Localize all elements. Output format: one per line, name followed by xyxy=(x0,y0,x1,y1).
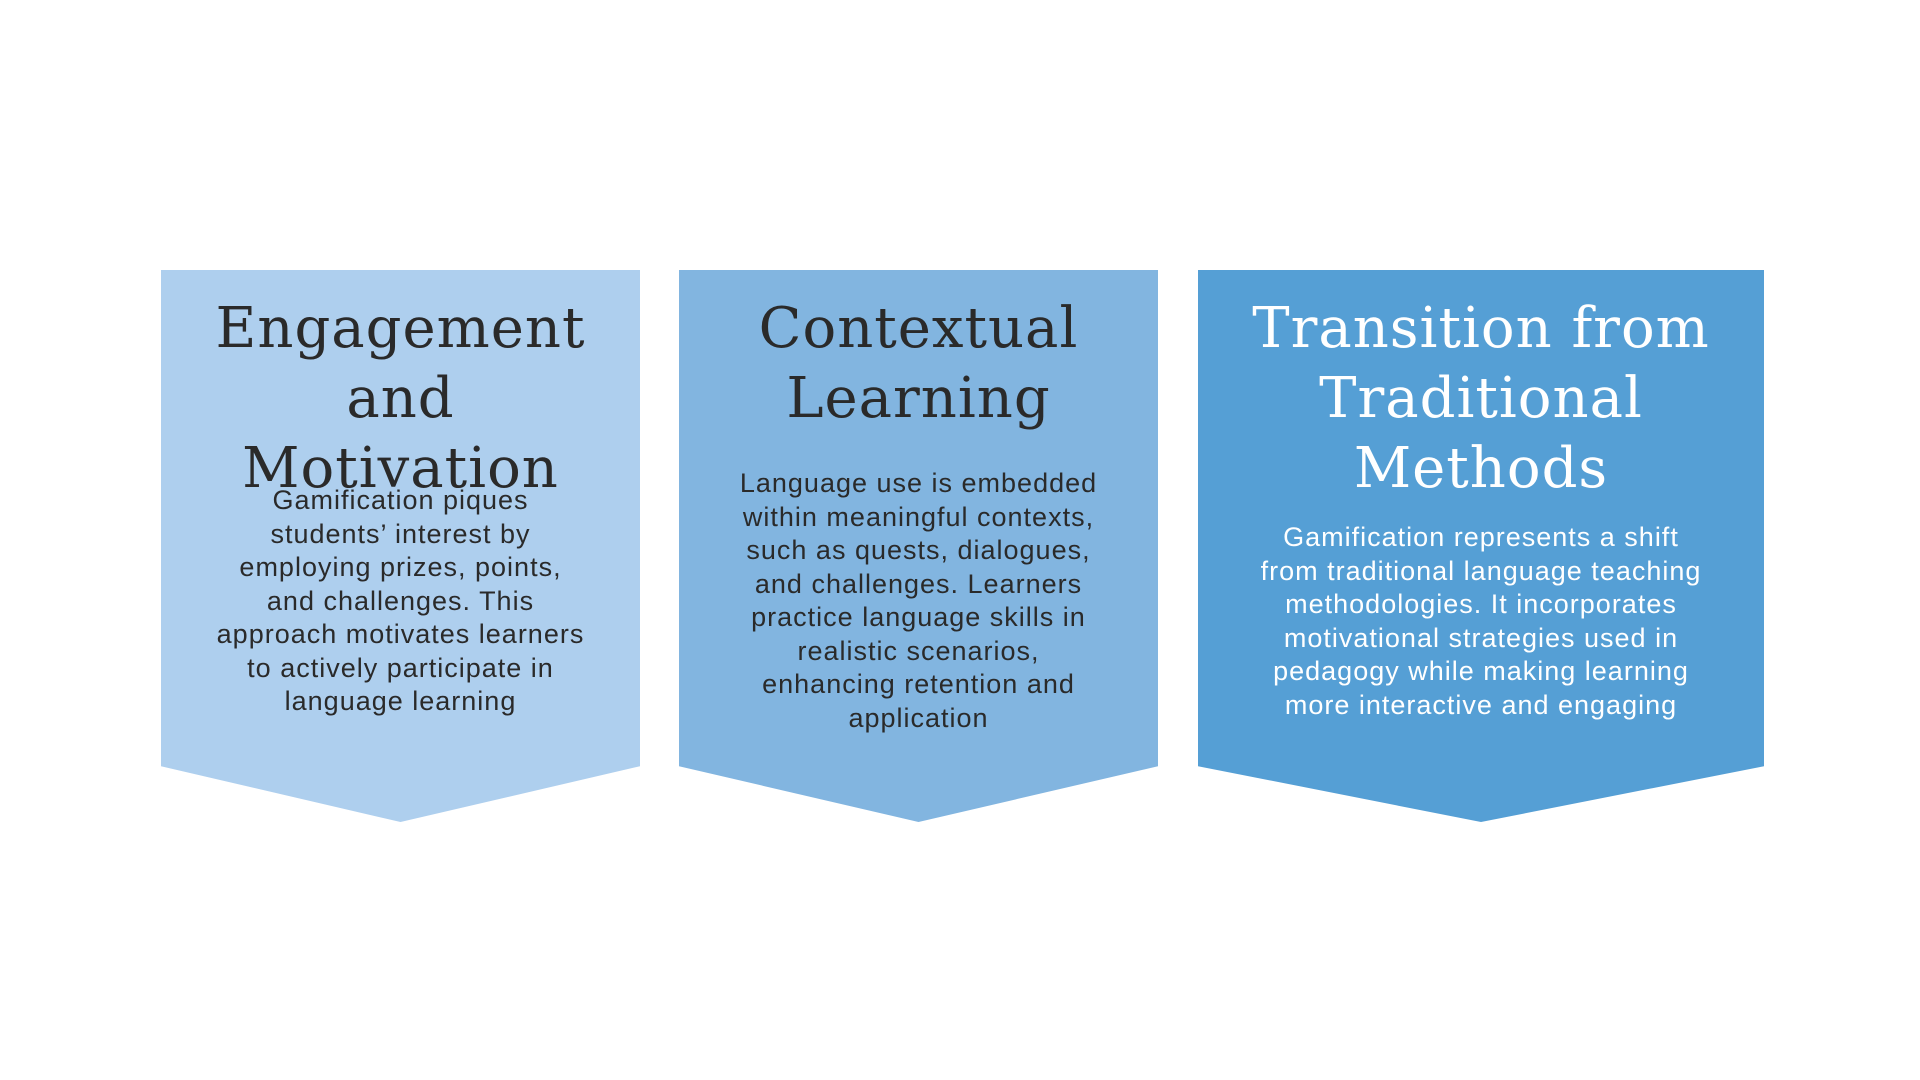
card-description-line: language learning xyxy=(284,686,517,716)
card-description-line: such as quests, dialogues, xyxy=(746,535,1091,565)
card-description-line: to actively participate in xyxy=(247,652,554,683)
card-description: Gamification piques students’ interest b… xyxy=(181,484,620,719)
card-description-line: realistic scenarios, xyxy=(797,635,1040,666)
card-title-line: Traditional xyxy=(1319,366,1643,431)
card-description-line: Gamification represents a shift xyxy=(1283,522,1679,552)
card-description-line: students’ interest by xyxy=(270,518,531,549)
card-title-line: Engagement and xyxy=(215,296,586,431)
card-transition-from-traditional-methods: Transition from Traditional Methods Gami… xyxy=(1198,270,1764,822)
card-description-line: from traditional language teaching xyxy=(1260,555,1702,586)
card-title: Contextual Learning xyxy=(679,294,1158,434)
card-description-line: and challenges. Learners xyxy=(754,568,1083,599)
card-title-line: Learning xyxy=(786,366,1051,431)
card-title-line: Transition from xyxy=(1252,296,1710,361)
card-title-line: Methods xyxy=(1353,436,1609,501)
card-description-line: pedagogy while making learning xyxy=(1273,656,1689,686)
card-description-line: employing prizes, points, xyxy=(239,552,562,582)
card-title-line: Contextual xyxy=(758,296,1079,361)
card-title: Transition from Traditional Methods xyxy=(1198,294,1764,504)
card-description-line: enhancing retention and xyxy=(762,669,1075,699)
card-description-line: and challenges. This xyxy=(266,585,535,616)
card-description-line: Language use is embedded xyxy=(739,468,1098,498)
card-contextual-learning: Contextual Learning Language use is embe… xyxy=(679,270,1158,822)
card-description: Gamification represents a shift from tra… xyxy=(1218,521,1744,722)
card-description-line: methodologies. It incorporates xyxy=(1285,589,1677,619)
card-description-line: practice language skills in xyxy=(751,602,1086,632)
card-description-line: approach motivates learners xyxy=(216,619,585,649)
card-title-line: Motivation xyxy=(242,436,559,501)
card-title: Engagement and Motivation xyxy=(161,294,640,504)
card-description-line: application xyxy=(848,702,989,733)
card-description-line: more interactive and engaging xyxy=(1284,689,1678,720)
card-description-line: motivational strategies used in xyxy=(1283,622,1679,653)
card-description-line: within meaningful contexts, xyxy=(742,501,1095,532)
card-description: Language use is embedded within meaningf… xyxy=(699,467,1138,735)
card-engagement-and-motivation: Engagement and Motivation Gamification p… xyxy=(161,270,640,822)
card-description-line: Gamification piques xyxy=(272,485,529,515)
